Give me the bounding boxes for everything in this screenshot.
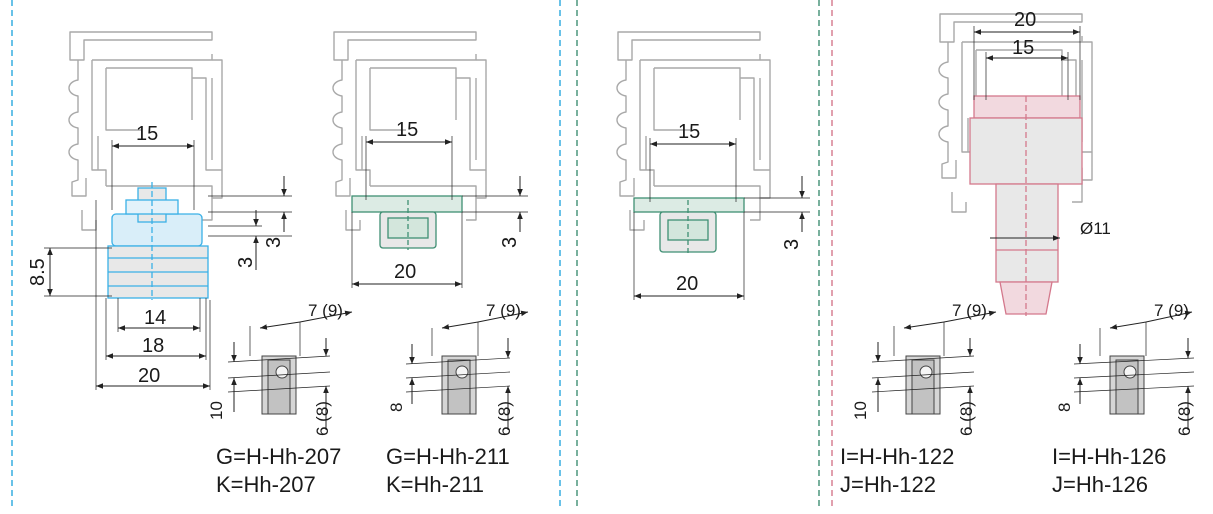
insert-side: 6 (8) (957, 401, 976, 436)
insert-detail-4: 7 (9) 8 6 (8) (1055, 301, 1195, 436)
panel-4: 20 15 Ø11 (938, 9, 1111, 316)
insert-height: 10 (851, 401, 870, 420)
insert-code-4b: J=Hh-126 (1052, 472, 1148, 497)
insert-code-3b: J=Hh-122 (840, 472, 936, 497)
red-bolt-part (969, 95, 1083, 316)
panel-2: 15 20 3 (332, 31, 528, 288)
insert-offset: 7 (9) (952, 301, 987, 320)
insert-height: 8 (1055, 403, 1074, 412)
insert-detail-2: 7 (9) 8 6 (8) (387, 301, 529, 436)
dim-right-gap-b: 3 (235, 257, 257, 268)
panel-3: 15 20 3 (616, 31, 810, 300)
insert-code-1a: G=H-Hh-207 (216, 444, 341, 469)
insert-code-2b: K=Hh-211 (386, 472, 484, 497)
insert-code-1b: K=Hh-207 (216, 472, 316, 497)
insert-code-4a: I=H-Hh-126 (1052, 444, 1166, 469)
insert-offset: 7 (9) (308, 301, 343, 320)
green-clip-part (351, 195, 463, 250)
blue-clip-part (107, 182, 209, 300)
dim-inner-width: 15 (1012, 37, 1034, 59)
dim-diameter: Ø11 (1080, 219, 1111, 238)
insert-code-3a: I=H-Hh-122 (840, 444, 954, 469)
insert-height: 8 (387, 403, 406, 412)
green-clip-part (633, 197, 745, 254)
dim-bottom-width: 20 (394, 261, 416, 283)
dim-outer-width: 20 (138, 365, 160, 387)
dim-right-gap-a: 3 (263, 237, 285, 248)
dim-mid-width: 18 (142, 335, 164, 357)
dim-top-width: 15 (678, 121, 700, 143)
insert-offset: 7 (9) (486, 301, 521, 320)
insert-detail-1: 7 (9) 10 6 (8) (207, 301, 353, 436)
dim-top-width: 15 (396, 119, 418, 141)
insert-offset: 7 (9) (1154, 301, 1189, 320)
insert-code-2a: G=H-Hh-211 (386, 444, 510, 469)
dim-inner-width: 14 (144, 307, 166, 329)
insert-side: 6 (8) (1175, 401, 1194, 436)
dim-height: 8.5 (27, 258, 49, 286)
panel-1: 15 14 18 20 8.5 3 3 (27, 31, 292, 390)
dim-outer-width: 20 (1014, 9, 1036, 31)
insert-height: 10 (207, 401, 226, 420)
dim-bottom-width: 20 (676, 273, 698, 295)
dim-top-width: 15 (136, 123, 158, 145)
dim-right-gap: 3 (499, 237, 521, 248)
insert-side: 6 (8) (313, 401, 332, 436)
dim-right-gap: 3 (781, 239, 803, 250)
insert-side: 6 (8) (495, 401, 514, 436)
insert-detail-3: 7 (9) 10 6 (8) (851, 301, 997, 436)
